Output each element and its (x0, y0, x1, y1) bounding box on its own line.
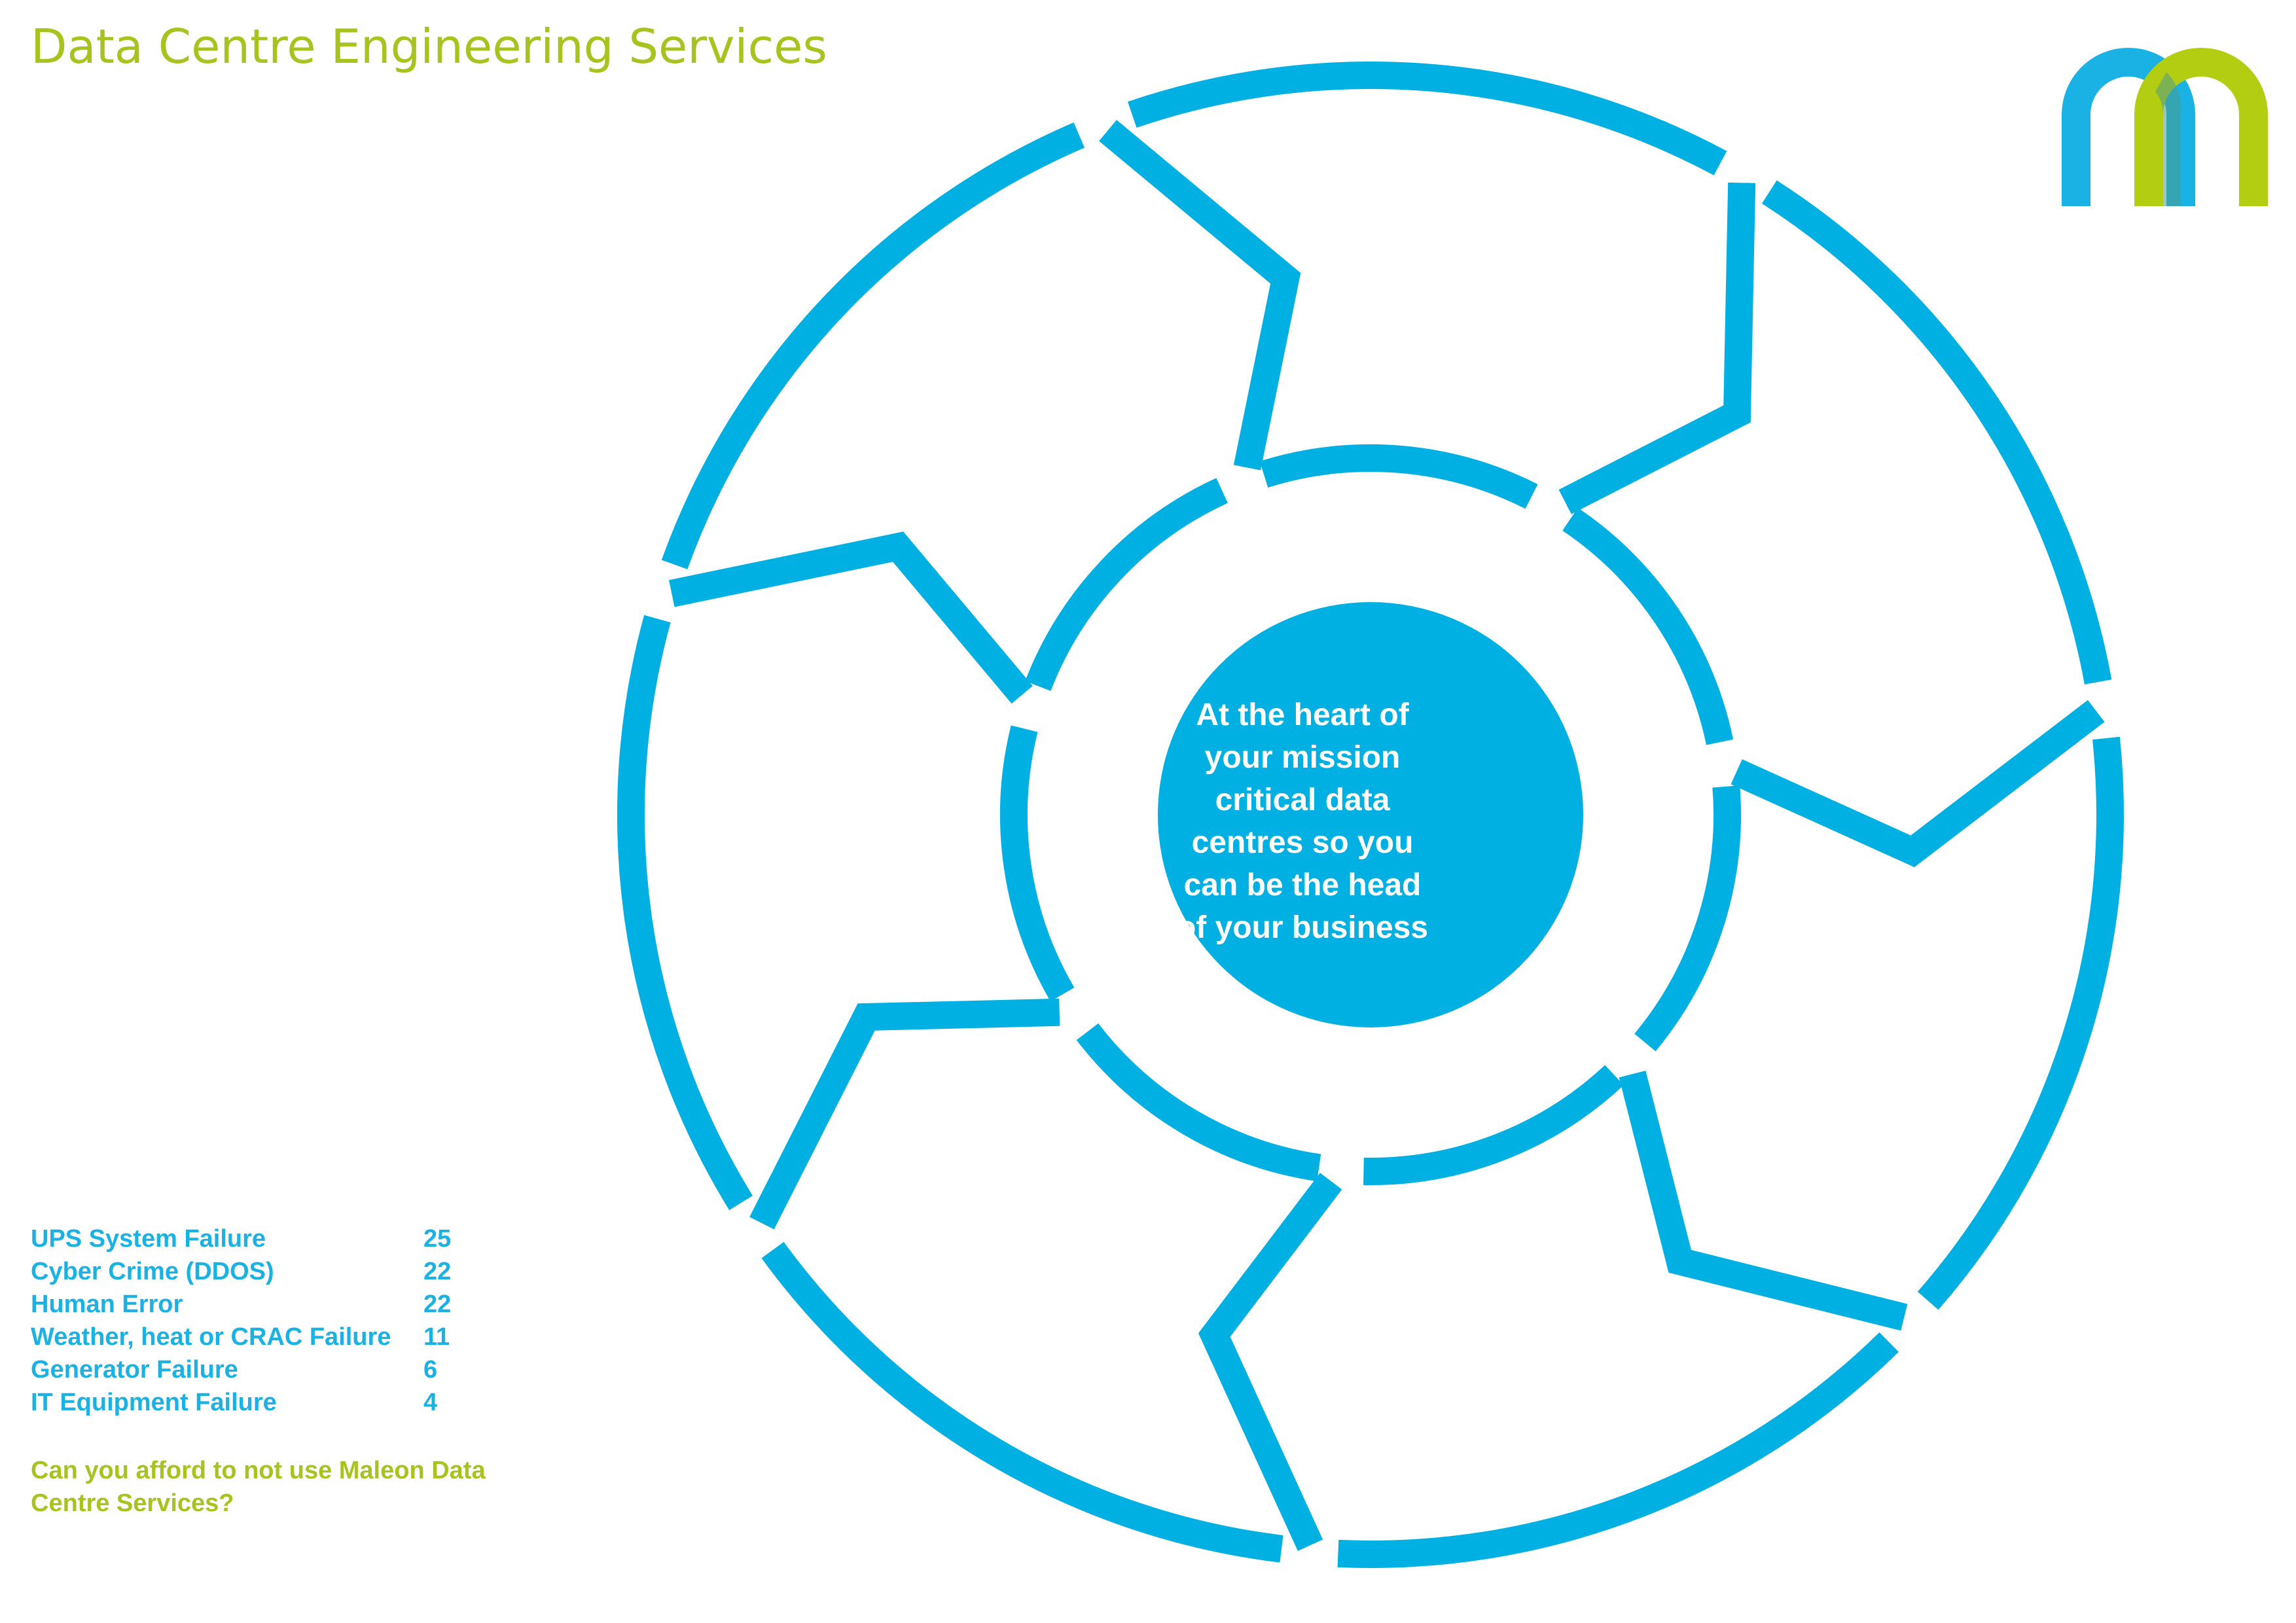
outer-ring-segment (617, 615, 753, 1211)
stat-label: UPS System Failure (31, 1225, 266, 1253)
logo-green-arch (2134, 48, 2268, 206)
outer-ring-segment (761, 1241, 1283, 1563)
inner-ring-segment (1025, 478, 1228, 691)
maleon-logo-icon (2062, 48, 2268, 206)
outer-ring-segment (1761, 180, 2112, 685)
chevron-spoke (1099, 120, 1301, 471)
stat-value: 11 (423, 1323, 450, 1351)
inner-ring-segment (1076, 1023, 1321, 1182)
stat-label: Weather, heat or CRAC Failure (31, 1323, 391, 1351)
page-title: Data Centre Engineering Services (31, 19, 827, 74)
chevron-spoke (669, 531, 1033, 704)
chevron-spoke (1558, 182, 1756, 514)
chevron-spoke (1198, 1173, 1342, 1551)
stat-row: UPS System Failure 25 (31, 1222, 502, 1255)
outer-ring-segment (661, 122, 1085, 569)
stat-row: Generator Failure 6 (31, 1353, 502, 1386)
stat-value: 6 (423, 1356, 438, 1383)
stat-row: IT Equipment Failure 4 (31, 1386, 502, 1419)
stat-row: Human Error 22 (31, 1288, 502, 1321)
failure-statistics-list: UPS System Failure 25 Cyber Crime (DDOS) 2… (31, 1222, 502, 1419)
closing-question: Can you afford to not use Maleon Data Ce… (31, 1457, 486, 1517)
stat-value: 22 (423, 1291, 452, 1318)
outer-ring-segment (1337, 1332, 1899, 1568)
stat-label: Human Error (31, 1291, 183, 1318)
stat-value: 22 (423, 1258, 452, 1285)
outer-ring-segment (1128, 62, 1727, 175)
inner-ring-segment (999, 725, 1075, 1002)
chevron-spoke (1619, 1071, 1908, 1331)
chevron-spoke (1731, 700, 2105, 868)
stat-label: IT Equipment Failure (31, 1389, 277, 1416)
stat-label: Generator Failure (31, 1356, 238, 1383)
logo-overlap (2155, 72, 2181, 206)
inner-ring-segment (1634, 785, 1741, 1052)
inner-ring-segment (1562, 507, 1734, 745)
stat-value: 4 (423, 1389, 438, 1416)
stat-value: 25 (423, 1225, 452, 1253)
hub-caption: At the heart of your mission critical da… (1176, 698, 1429, 945)
inner-ring-segment (1259, 444, 1538, 509)
stat-row: Cyber Crime (DDOS) 22 (31, 1255, 502, 1288)
stat-label: Cyber Crime (DDOS) (31, 1258, 274, 1285)
outer-ring-segment (1917, 736, 2124, 1310)
chevron-spoke (749, 998, 1060, 1230)
inner-ring-segment (1363, 1065, 1624, 1185)
stat-row: Weather, heat or CRAC Failure 11 (31, 1321, 502, 1353)
center-hub (1158, 602, 1583, 1027)
